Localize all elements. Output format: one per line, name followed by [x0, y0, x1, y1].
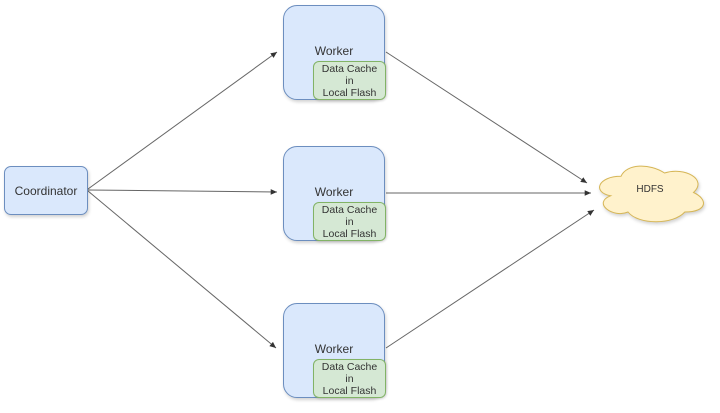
worker-3-data-cache-box: Data Cache in Local Flash	[313, 359, 386, 398]
worker-3-data-cache-label: Data Cache in Local Flash	[321, 360, 378, 397]
edge-coordinator-to-worker-2	[87, 189, 278, 195]
edge-coordinator-to-worker-1	[87, 51, 278, 190]
coordinator-label: Coordinator	[14, 183, 78, 198]
edge-worker-3-to-hdfs	[385, 209, 595, 349]
worker-2-data-cache-label: Data Cache in Local Flash	[321, 203, 378, 240]
worker-1-data-cache-label: Data Cache in Local Flash	[321, 62, 378, 99]
worker-1-label: Worker	[314, 44, 354, 58]
hdfs-label: HDFS	[636, 184, 664, 195]
node-worker-3: Worker Data Cache in Local Flash	[283, 303, 386, 398]
hdfs-cloud-shape	[599, 165, 704, 223]
edge-coordinator-to-worker-3	[87, 190, 277, 349]
edge-worker-1-to-hdfs	[385, 51, 588, 184]
worker-2-data-cache-box: Data Cache in Local Flash	[313, 202, 386, 241]
worker-2-label: Worker	[314, 185, 354, 199]
node-coordinator: Coordinator	[4, 166, 88, 215]
worker-1-data-cache-box: Data Cache in Local Flash	[313, 61, 386, 100]
node-worker-1: Worker Data Cache in Local Flash	[283, 5, 386, 100]
worker-3-label: Worker	[314, 342, 354, 356]
node-worker-2: Worker Data Cache in Local Flash	[283, 146, 386, 241]
